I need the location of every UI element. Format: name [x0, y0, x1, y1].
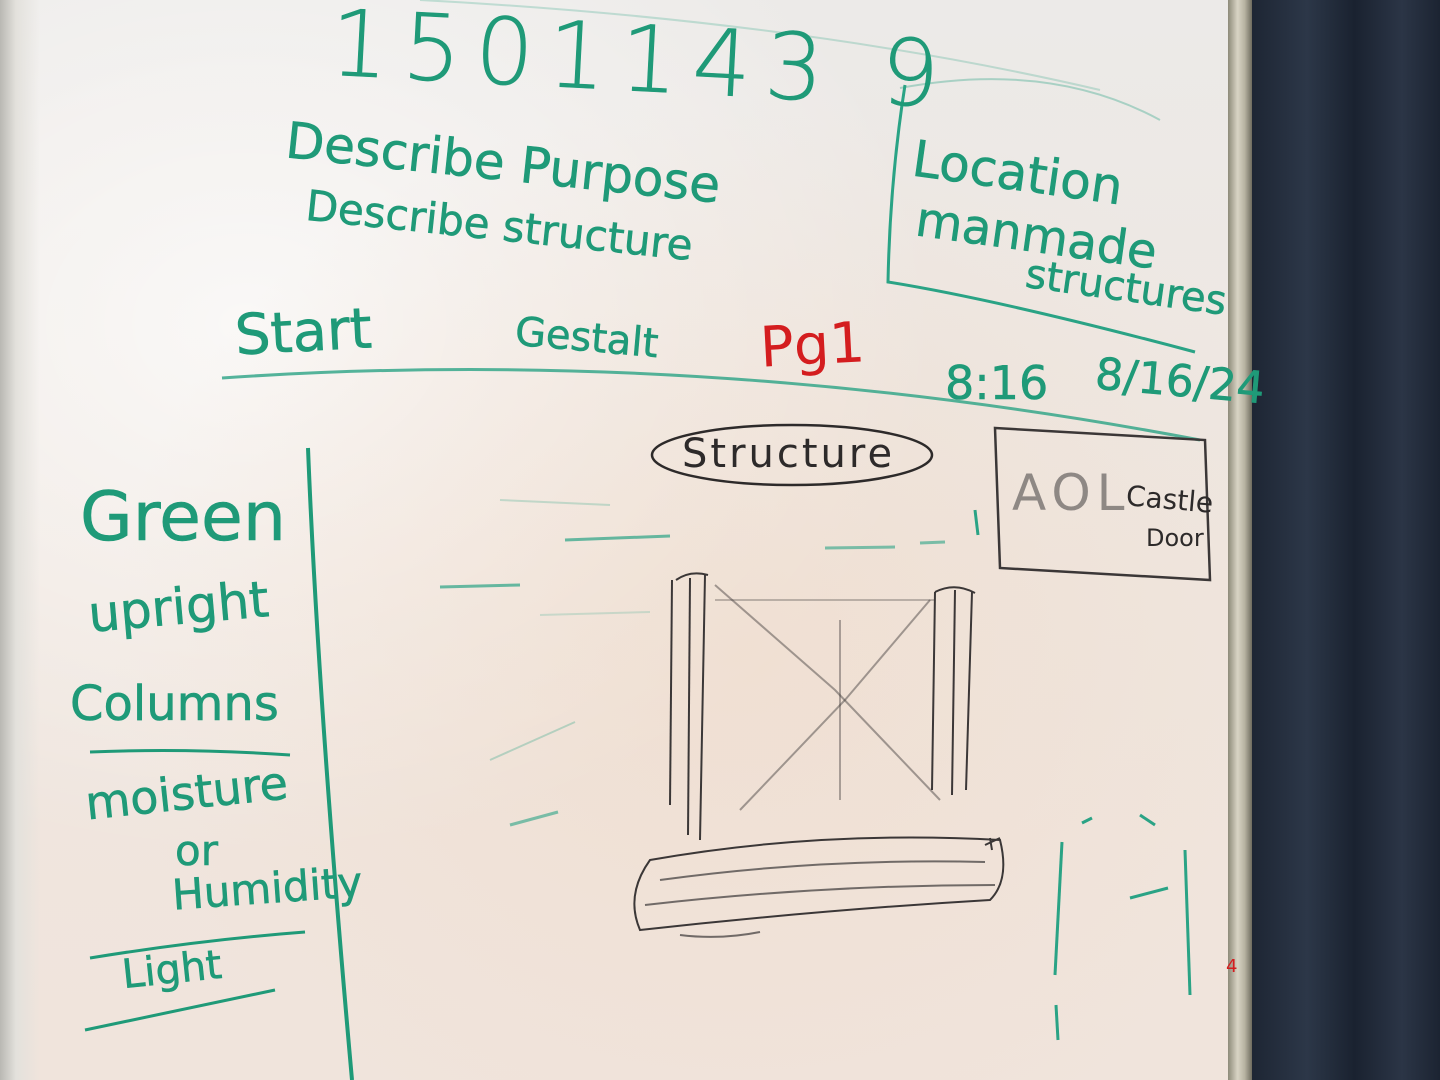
light-text: Light: [119, 941, 225, 999]
whiteboard-frame: [1228, 0, 1252, 1080]
castle-text: Castle: [1124, 479, 1215, 520]
whiteboard: [0, 0, 1230, 1080]
or-text: or: [175, 826, 219, 875]
corner-mark-text: 4: [1226, 956, 1238, 977]
gestalt-text: Gestalt: [513, 308, 661, 368]
structure-label: Structure: [682, 431, 896, 477]
aol-text: AOL: [1012, 464, 1131, 522]
humidity-text: Humidity: [170, 857, 364, 920]
marker-sketch: [84, 0, 1212, 1080]
session-time-text: 8:16: [945, 356, 1049, 410]
whiteboard-left-edge: [0, 0, 40, 1080]
columns-text: Columns: [70, 676, 279, 732]
dark-curtain: [1250, 0, 1440, 1080]
page-number-text: Pg1: [758, 310, 867, 381]
green-text: Green: [80, 478, 287, 557]
start-text: Start: [233, 296, 374, 369]
door-text: Door: [1146, 524, 1204, 552]
upright-text: upright: [85, 570, 272, 644]
